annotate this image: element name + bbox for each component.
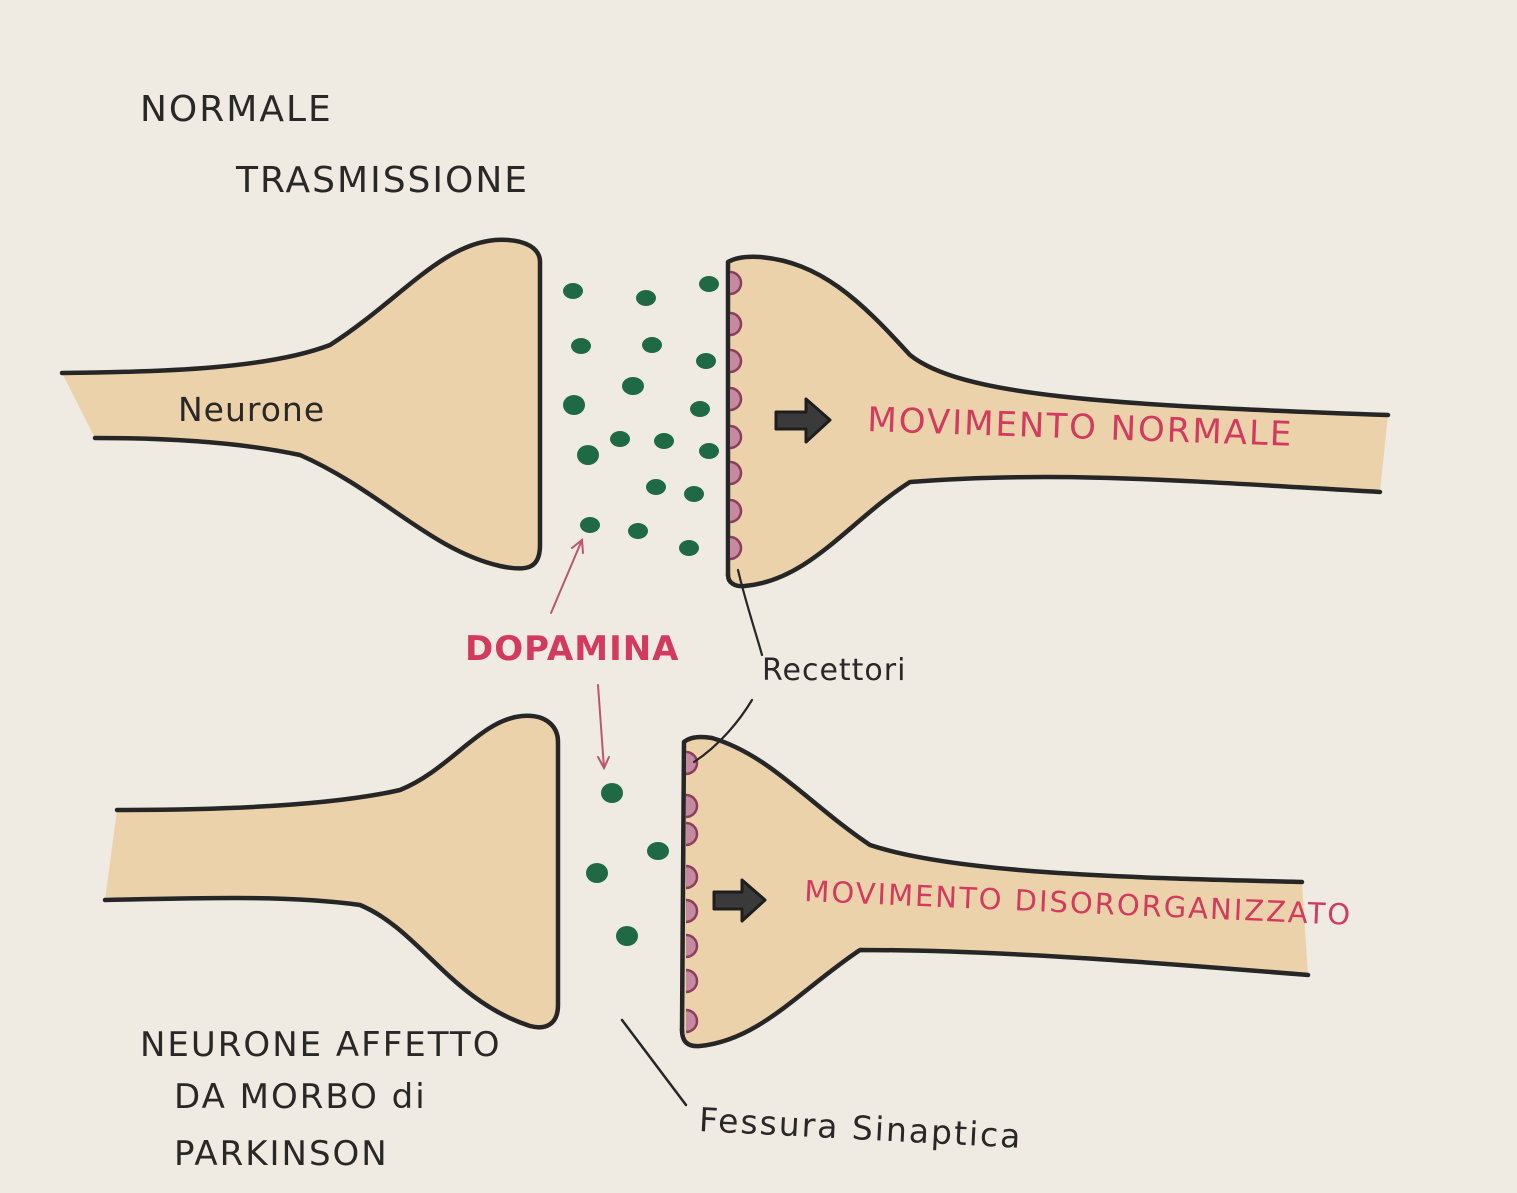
presynaptic-outline-normal [59,237,543,571]
neuron-label: Neurone [178,390,326,429]
dopamine-molecules-normal [563,276,719,556]
dopamine-label: DOPAMINA [465,629,680,669]
receptors-label: Recettori [762,653,907,688]
receptors-parkinson [685,750,699,1034]
affected-neuron-line-2: DA MORBO di [174,1077,427,1117]
postsynaptic-neuron-parkinson [682,737,1308,1047]
presynaptic-neuron-normal [62,239,540,569]
postsynaptic-outline-normal [725,254,1391,578]
arrow-icon-parkinson [712,878,767,923]
title-line-2: TRASMISSIONE [236,160,530,201]
affected-neuron-line-1: NEURONE AFFETTO [140,1025,502,1065]
arrow-icon-normal [774,397,832,444]
dopamine-molecules-parkinson [586,783,669,946]
receptors-normal [729,270,743,561]
synaptic-cleft-pointer [620,1018,688,1107]
postsynaptic-outline-parkinson [679,734,1305,1033]
presynaptic-neuron-parkinson [105,715,558,1028]
affected-neuron-line-3: PARKINSON [174,1134,389,1174]
dopamine-pointer-top [550,538,584,614]
dopamine-pointer-bottom [597,684,610,771]
postsynaptic-outline-parkinson-lower [679,947,1311,1049]
title-line-1: NORMALE [140,89,333,130]
presynaptic-outline-parkinson [102,713,561,1030]
receptor-pointer-lines [692,568,764,764]
